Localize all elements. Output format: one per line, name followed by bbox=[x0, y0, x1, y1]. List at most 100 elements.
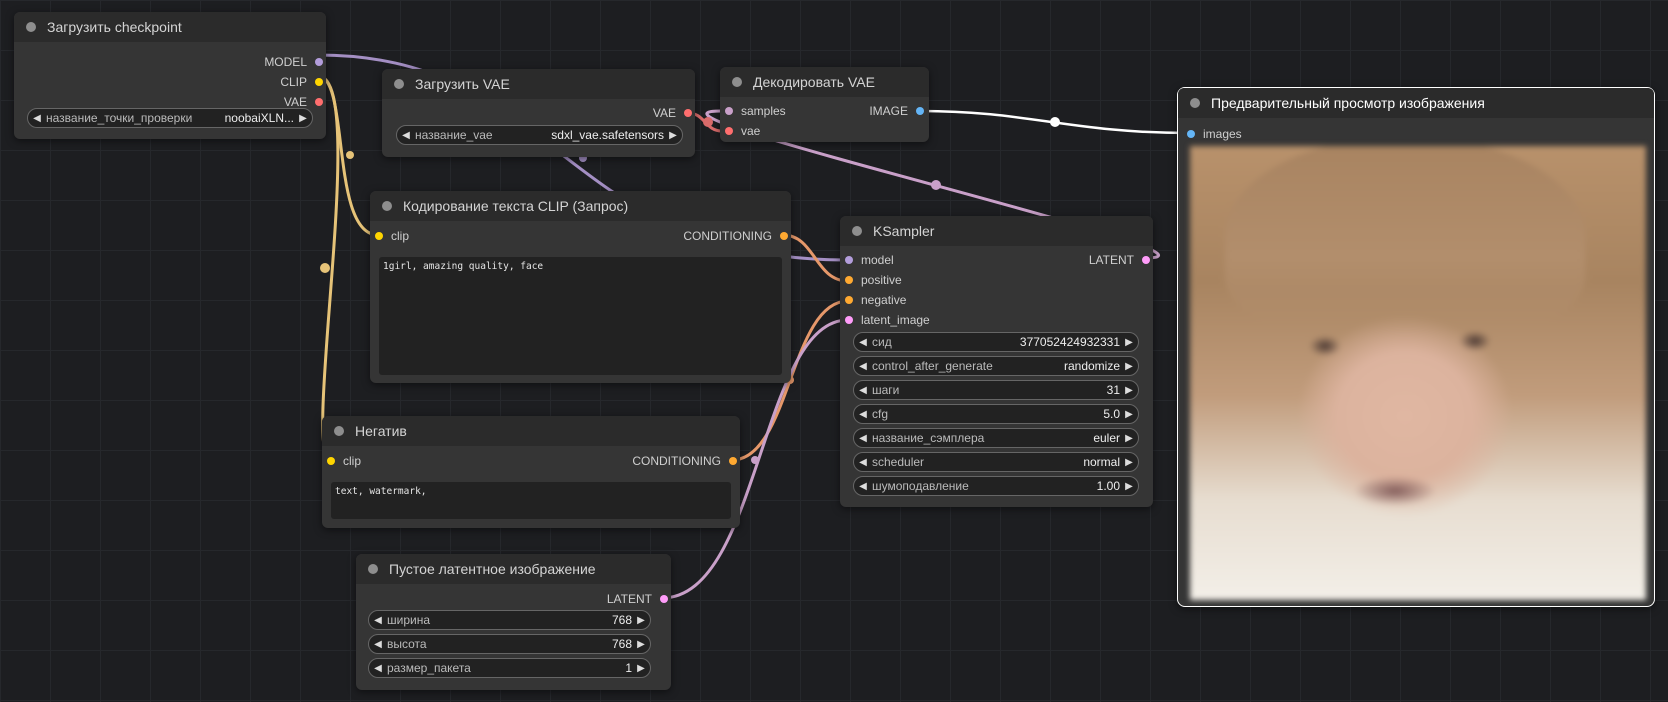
collapse-dot-icon[interactable] bbox=[382, 201, 392, 211]
prompt-textarea[interactable]: text, watermark, bbox=[331, 482, 731, 519]
widget-vae-name[interactable]: ◀ название_vae sdxl_vae.safetensors ▶ bbox=[396, 125, 683, 145]
arrow-right-icon[interactable]: ▶ bbox=[1125, 480, 1133, 492]
output-latent[interactable]: LATENT bbox=[1089, 253, 1150, 267]
arrow-right-icon[interactable]: ▶ bbox=[299, 112, 307, 124]
output-image[interactable]: IMAGE bbox=[869, 104, 924, 118]
input-latent-image[interactable]: latent_image bbox=[845, 313, 930, 327]
widget-label: ширина bbox=[387, 613, 431, 627]
pin-dot-icon[interactable] bbox=[916, 107, 924, 115]
widget-height[interactable]: ◀ высота 768 ▶ bbox=[368, 634, 651, 654]
pin-dot-icon[interactable] bbox=[845, 296, 853, 304]
output-conditioning[interactable]: CONDITIONING bbox=[683, 229, 788, 243]
widget-scheduler[interactable]: ◀ scheduler normal ▶ bbox=[853, 452, 1139, 472]
collapse-dot-icon[interactable] bbox=[852, 226, 862, 236]
node-title[interactable]: Декодировать VAE bbox=[720, 67, 929, 97]
arrow-left-icon[interactable]: ◀ bbox=[374, 638, 382, 650]
input-clip[interactable]: clip bbox=[375, 229, 409, 243]
widget-control-after-generate[interactable]: ◀ control_after_generate randomize ▶ bbox=[853, 356, 1139, 376]
output-vae[interactable]: VAE bbox=[284, 95, 323, 109]
widget-seed[interactable]: ◀ сид 377052424932331 ▶ bbox=[853, 332, 1139, 352]
input-positive[interactable]: positive bbox=[845, 273, 902, 287]
arrow-right-icon[interactable]: ▶ bbox=[1125, 432, 1133, 444]
pin-dot-icon[interactable] bbox=[684, 109, 692, 117]
collapse-dot-icon[interactable] bbox=[732, 77, 742, 87]
node-title[interactable]: Пустое латентное изображение bbox=[356, 554, 671, 584]
arrow-right-icon[interactable]: ▶ bbox=[637, 662, 645, 674]
arrow-left-icon[interactable]: ◀ bbox=[859, 384, 867, 396]
arrow-left-icon[interactable]: ◀ bbox=[374, 662, 382, 674]
pin-dot-icon[interactable] bbox=[375, 232, 383, 240]
node-title[interactable]: Негатив bbox=[322, 416, 740, 446]
pin-dot-icon[interactable] bbox=[315, 58, 323, 66]
collapse-dot-icon[interactable] bbox=[394, 79, 404, 89]
output-conditioning[interactable]: CONDITIONING bbox=[632, 454, 737, 468]
widget-ckpt-name[interactable]: ◀ название_точки_проверки noobaiXLN... ▶ bbox=[27, 108, 313, 128]
pin-dot-icon[interactable] bbox=[725, 127, 733, 135]
input-images[interactable]: images bbox=[1187, 127, 1242, 141]
node-empty-latent[interactable]: Пустое латентное изображение LATENT ◀ ши… bbox=[356, 554, 671, 690]
arrow-left-icon[interactable]: ◀ bbox=[859, 456, 867, 468]
collapse-dot-icon[interactable] bbox=[1190, 98, 1200, 108]
widget-sampler-name[interactable]: ◀ название_сэмплера euler ▶ bbox=[853, 428, 1139, 448]
arrow-left-icon[interactable]: ◀ bbox=[859, 336, 867, 348]
output-latent[interactable]: LATENT bbox=[607, 592, 668, 606]
node-preview-image[interactable]: Предварительный просмотр изображения ima… bbox=[1177, 87, 1655, 607]
node-checkpoint[interactable]: Загрузить checkpoint MODEL CLIP VAE ◀ на… bbox=[14, 12, 326, 139]
input-negative[interactable]: negative bbox=[845, 293, 906, 307]
node-clip-positive[interactable]: Кодирование текста CLIP (Запрос) clip CO… bbox=[370, 191, 791, 383]
arrow-right-icon[interactable]: ▶ bbox=[1125, 336, 1133, 348]
arrow-left-icon[interactable]: ◀ bbox=[859, 480, 867, 492]
pin-dot-icon[interactable] bbox=[660, 595, 668, 603]
node-title[interactable]: Загрузить VAE bbox=[382, 69, 695, 99]
widget-batch-size[interactable]: ◀ размер_пакета 1 ▶ bbox=[368, 658, 651, 678]
node-title[interactable]: Кодирование текста CLIP (Запрос) bbox=[370, 191, 791, 221]
arrow-right-icon[interactable]: ▶ bbox=[637, 614, 645, 626]
collapse-dot-icon[interactable] bbox=[368, 564, 378, 574]
widget-width[interactable]: ◀ ширина 768 ▶ bbox=[368, 610, 651, 630]
collapse-dot-icon[interactable] bbox=[334, 426, 344, 436]
node-ksampler[interactable]: KSampler model positive negative latent_… bbox=[840, 216, 1153, 507]
pin-dot-icon[interactable] bbox=[327, 457, 335, 465]
arrow-right-icon[interactable]: ▶ bbox=[1125, 360, 1133, 372]
pin-dot-icon[interactable] bbox=[780, 232, 788, 240]
pin-dot-icon[interactable] bbox=[1187, 130, 1195, 138]
prompt-textarea[interactable]: 1girl, amazing quality, face bbox=[379, 257, 782, 375]
pin-dot-icon[interactable] bbox=[315, 98, 323, 106]
pin-dot-icon[interactable] bbox=[729, 457, 737, 465]
arrow-left-icon[interactable]: ◀ bbox=[402, 129, 410, 141]
node-title[interactable]: Загрузить checkpoint bbox=[14, 12, 326, 42]
node-vae-decode[interactable]: Декодировать VAE samples vae IMAGE bbox=[720, 67, 929, 142]
arrow-left-icon[interactable]: ◀ bbox=[859, 432, 867, 444]
arrow-right-icon[interactable]: ▶ bbox=[637, 638, 645, 650]
arrow-left-icon[interactable]: ◀ bbox=[33, 112, 41, 124]
arrow-right-icon[interactable]: ▶ bbox=[1125, 456, 1133, 468]
pin-dot-icon[interactable] bbox=[845, 256, 853, 264]
input-model[interactable]: model bbox=[845, 253, 894, 267]
arrow-left-icon[interactable]: ◀ bbox=[374, 614, 382, 626]
output-vae[interactable]: VAE bbox=[653, 106, 692, 120]
input-clip[interactable]: clip bbox=[327, 454, 361, 468]
output-clip[interactable]: CLIP bbox=[280, 75, 323, 89]
arrow-right-icon[interactable]: ▶ bbox=[1125, 408, 1133, 420]
output-model[interactable]: MODEL bbox=[264, 55, 323, 69]
arrow-left-icon[interactable]: ◀ bbox=[859, 408, 867, 420]
widget-steps[interactable]: ◀ шаги 31 ▶ bbox=[853, 380, 1139, 400]
pin-dot-icon[interactable] bbox=[845, 316, 853, 324]
pin-dot-icon[interactable] bbox=[725, 107, 733, 115]
widget-cfg[interactable]: ◀ cfg 5.0 ▶ bbox=[853, 404, 1139, 424]
arrow-right-icon[interactable]: ▶ bbox=[1125, 384, 1133, 396]
input-samples[interactable]: samples bbox=[725, 104, 786, 118]
widget-denoise[interactable]: ◀ шумоподавление 1.00 ▶ bbox=[853, 476, 1139, 496]
node-load-vae[interactable]: Загрузить VAE VAE ◀ название_vae sdxl_va… bbox=[382, 69, 695, 157]
pin-dot-icon[interactable] bbox=[845, 276, 853, 284]
widget-value: 5.0 bbox=[1103, 407, 1120, 421]
arrow-right-icon[interactable]: ▶ bbox=[669, 129, 677, 141]
node-title[interactable]: KSampler bbox=[840, 216, 1153, 246]
pin-dot-icon[interactable] bbox=[1142, 256, 1150, 264]
pin-dot-icon[interactable] bbox=[315, 78, 323, 86]
arrow-left-icon[interactable]: ◀ bbox=[859, 360, 867, 372]
collapse-dot-icon[interactable] bbox=[26, 22, 36, 32]
input-vae[interactable]: vae bbox=[725, 124, 760, 138]
node-title[interactable]: Предварительный просмотр изображения bbox=[1178, 88, 1654, 118]
node-clip-negative[interactable]: Негатив clip CONDITIONING text, watermar… bbox=[322, 416, 740, 528]
